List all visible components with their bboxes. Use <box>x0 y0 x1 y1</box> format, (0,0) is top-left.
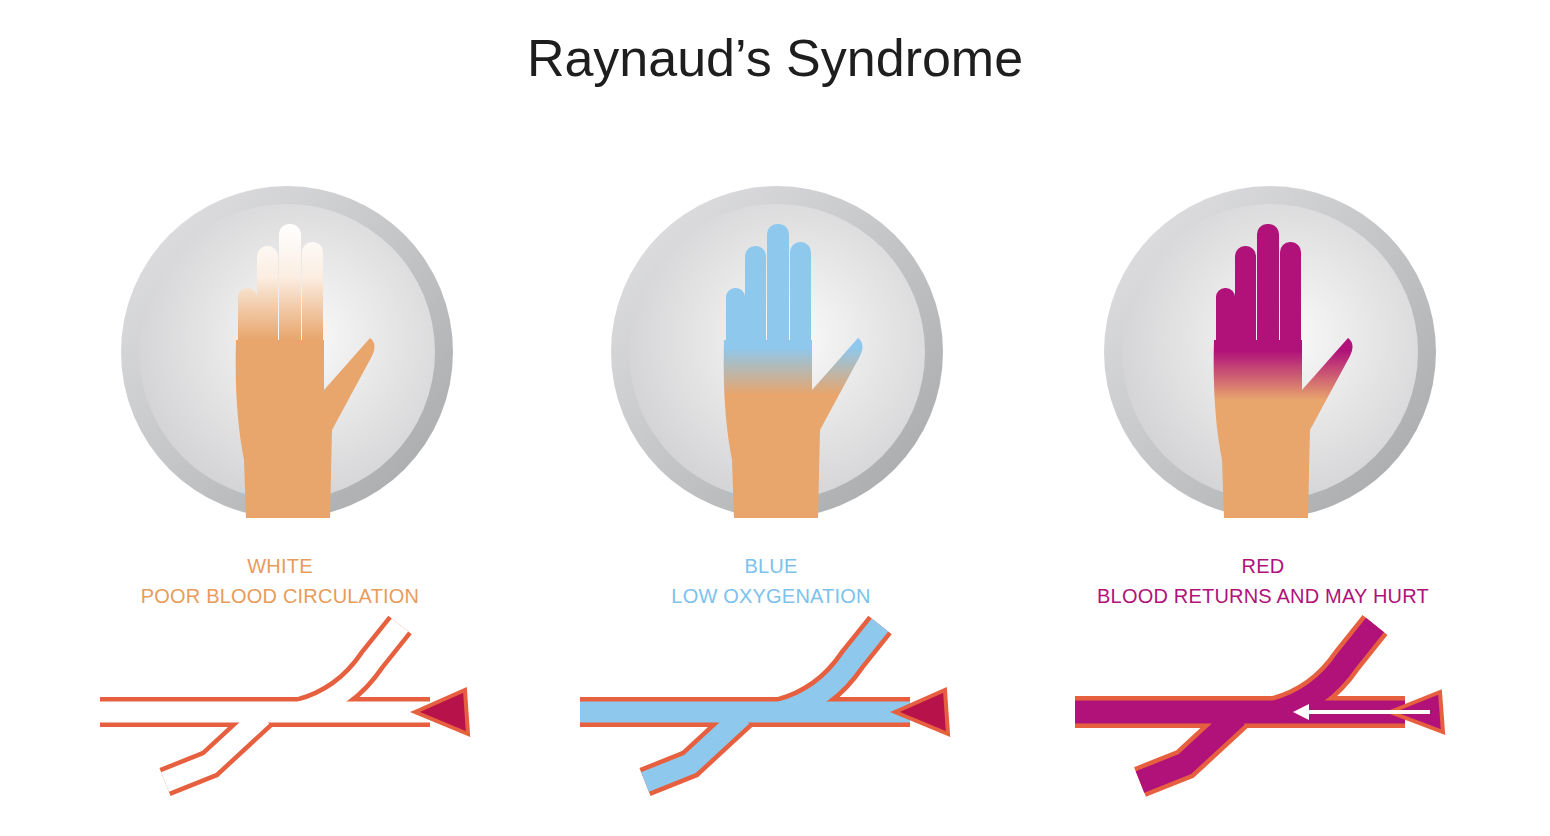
color-label: BLUE <box>744 555 797 578</box>
color-label: WHITE <box>247 555 312 578</box>
hand-circles <box>121 186 1436 518</box>
title: Raynaud’s Syndrome <box>527 28 1023 88</box>
description-label: POOR BLOOD CIRCULATION <box>141 585 420 608</box>
color-label: RED <box>1242 555 1285 578</box>
vessel-white <box>100 625 468 782</box>
vessel-red <box>1075 625 1443 782</box>
vessel-blue <box>580 625 948 782</box>
description-label: LOW OXYGENATION <box>671 585 870 608</box>
hands <box>236 224 1353 518</box>
description-label: BLOOD RETURNS AND MAY HURT <box>1097 585 1429 608</box>
